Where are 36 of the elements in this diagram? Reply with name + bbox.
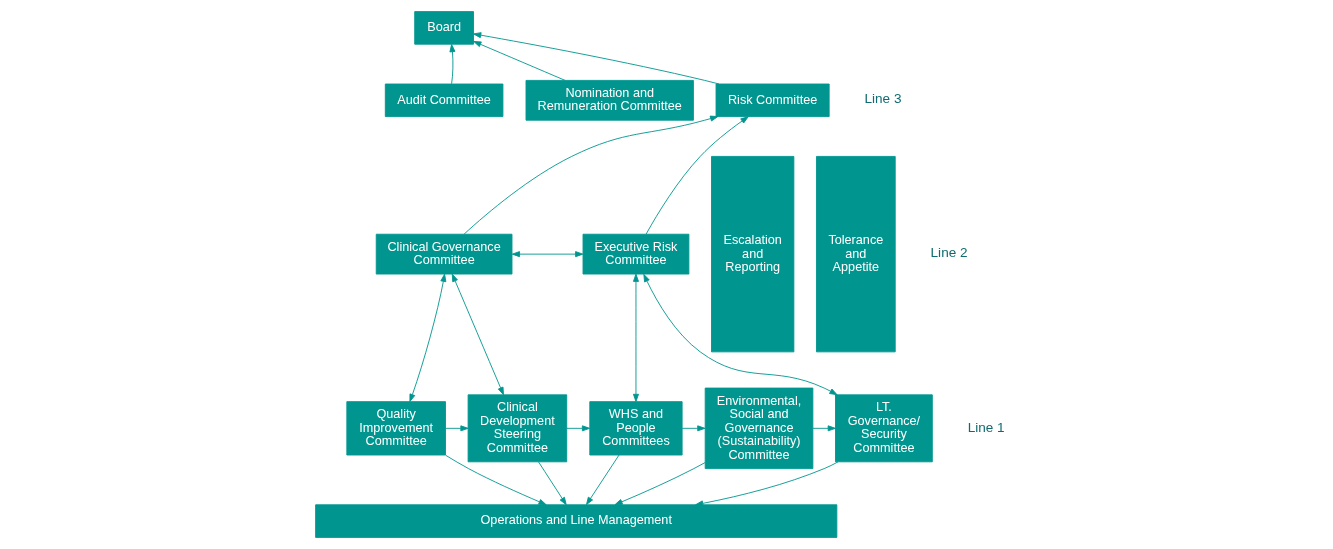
arrow [695,461,839,507]
node-box: Environmental, Social and Governance (Sustainability) Committee [704,387,814,470]
arrow [451,273,504,396]
node-box: Clinical Governance Committee [375,233,513,275]
node-box: Quality Improvement Committee [346,401,446,456]
label: Line 3 [864,91,902,107]
arrow [445,454,547,506]
node-box: Tolerance and Appetite [816,155,896,353]
arrow [645,116,749,235]
node-box: Operations and Line Management [315,504,838,538]
arrow [632,273,639,402]
arrow [511,251,584,258]
label: Line 2 [930,245,968,261]
arrow [643,273,838,396]
node-box: Executive Risk Committee [582,233,690,275]
arrow [473,32,720,85]
arrow [614,462,706,506]
label: Line 1 [967,419,1005,435]
arrow [681,425,706,432]
arrow [812,425,836,432]
node-box: Nomination and Remuneration Committee [525,79,694,121]
node-box: Escalation and Reporting [711,155,795,353]
arrow [473,41,566,81]
arrow [538,461,567,506]
node-box: Board [414,11,474,45]
node-box: Audit Committee [384,83,504,118]
node-box: Clinical Development Steering Committee [467,394,568,463]
node-box: WHS and People Committees [589,401,683,456]
arrow [586,454,620,505]
arrow [449,44,456,85]
node-box: LT. Governance/ Security Committee [835,394,933,463]
arrow [409,273,447,402]
node-box: Risk Committee [715,83,830,118]
arrow [445,425,469,432]
arrow [566,425,591,432]
arrow [463,115,719,235]
